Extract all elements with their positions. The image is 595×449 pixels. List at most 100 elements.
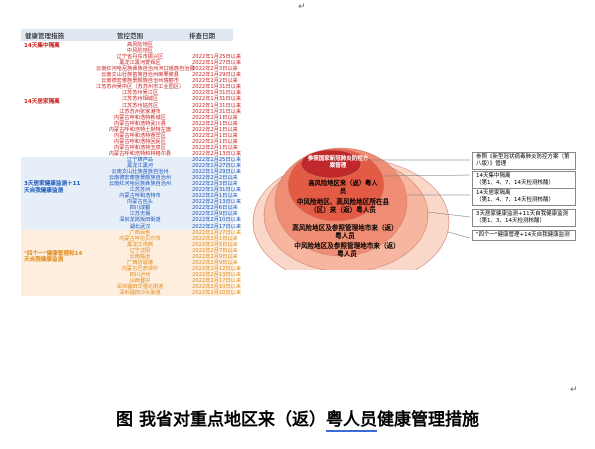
table-row: 中风险地区 <box>96 48 233 54</box>
region-cell: 江苏苏州姑苏区 <box>121 102 159 109</box>
date-cell: 2022年1月29日以来 <box>192 169 242 176</box>
date-cell: 2022年2月1日以来 <box>192 114 238 121</box>
table-row: 内蒙古呼和浩特新城区 2022年2月1日以来 <box>96 114 238 121</box>
caption-underlined: 粤人员 <box>325 410 377 432</box>
caption-suffix: 健康管理措施 <box>376 410 479 430</box>
region-cell: 内蒙古呼和浩特武川县 <box>114 120 166 127</box>
date-cell: 2022年2月13日以来 <box>192 271 242 278</box>
table-row: 内蒙古呼和浩特土默特左旗 2022年2月1日以来 <box>96 126 238 133</box>
region-cell: 深圳福田沙头街道 <box>119 290 161 297</box>
date-cell: 2022年1月29日以来 <box>192 72 242 79</box>
region-cell: 内蒙古呼和浩特回民区 <box>114 138 166 145</box>
date-cell: 2022年2月1日以来 <box>192 193 238 200</box>
region-cell: 云南文山壮族苗族自治州麻栗坡县 <box>101 72 179 79</box>
date-cell: 2022年2月10日以来 <box>192 290 242 297</box>
region-cell: 云南德宏傣族景颇族自治州 <box>108 175 172 182</box>
header-date: 排查日期 <box>189 32 215 40</box>
table-row: 云南德宏傣族景颇族自治州 2022年2月2日以来 <box>96 175 238 182</box>
region-cell: 黑龙江黑河爱辉区 <box>119 60 161 67</box>
group-band <box>21 229 233 297</box>
region-cell: 黑龙江鸡西 <box>127 241 153 248</box>
date-cell: 2022年2月13日以来 <box>192 199 242 206</box>
table-row: 云南文山壮族苗族自治州麻栗坡县 2022年1月29日以来 <box>96 72 242 79</box>
date-cell: 2022年2月10日以来 <box>192 284 242 290</box>
table-row: 四川泸州 2022年2月13日以来 <box>96 271 242 278</box>
date-cell: 2022年2月2日以来 <box>192 175 238 182</box>
region-cell: 湖北武汉 <box>129 223 151 230</box>
table-header: 健康管理措施 管控范围 排查日期 <box>21 29 233 41</box>
region-cell: 云南红河哈尼族彝族自治州河口瑶族自治县 <box>96 66 195 73</box>
date-cell: 2022年2月1日以来 <box>192 132 238 139</box>
region-cell: 黑龙江黑河 <box>127 163 153 169</box>
date-cell: 2022年1月27日以来 <box>192 229 242 236</box>
table-row: 内蒙古包头 2022年2月13日以来 <box>96 199 242 206</box>
legend-box: 参照《新型冠状病毒肺炎防控方案（第八版）》管理 <box>472 152 576 170</box>
ring-label: 高风险地区及参照管理地市来（返）粤人员 <box>292 224 398 241</box>
date-cell: 2022年1月31日以来 <box>192 84 242 91</box>
region-cell: 内蒙古包头 <box>127 199 153 206</box>
legend-box: "四个一"健康管理+14天自我健康监测 <box>472 230 576 241</box>
region-cell: 四川泸州 <box>129 271 151 278</box>
region-cell: 高风险地区 <box>127 42 153 48</box>
ring-label: 中风险地区及参照管理地市来（返）粤人员 <box>294 242 400 259</box>
region-cell: 内蒙古呼和浩特玉泉区 <box>114 144 166 151</box>
date-cell: 2022年1月31日以来 <box>192 96 242 103</box>
group-band <box>21 48 233 157</box>
date-cell: 2022年2月1日以来 <box>192 235 238 242</box>
date-cell: 2022年2月1日以来 <box>192 126 238 133</box>
date-cell: 2022年1月25日以来 <box>192 156 242 163</box>
table-row: 内蒙古呼和浩特赛罕区 2022年2月1日以来 <box>96 132 238 139</box>
region-cell: 广西防城港 <box>127 259 153 266</box>
date-cell: 2022年2月6日以来 <box>192 205 238 212</box>
region-cell: 辽宁沈阳 <box>129 247 151 254</box>
region-cell: 内蒙古呼和浩特土默特左旗 <box>108 126 172 133</box>
region-cell: 内蒙古呼和浩特赛罕区 <box>114 132 166 139</box>
region-cell: 内蒙古巴彦淖尔 <box>121 265 159 272</box>
date-cell: 2022年2月9日以来 <box>192 253 238 260</box>
region-cell: 云南德宏傣族景颇族自治州瑞丽市 <box>101 78 179 85</box>
region-cell: 辽宁省丹东市振兴区 <box>116 54 164 61</box>
paragraph-mark: ↵ <box>570 385 578 395</box>
figure-caption: 图 我省对重点地区来（返）粤人员健康管理措施 <box>0 405 595 432</box>
region-cell: 内蒙古呼和浩特新城区 <box>114 114 166 121</box>
ring-label: 参照国家新冠肺炎防控方案管理 <box>307 156 369 170</box>
date-cell: 2022年2月9日以来 <box>192 211 238 218</box>
region-cell: 深圳龙岗坂田街道 <box>119 217 161 224</box>
region-cell: 中风险地区 <box>127 48 153 55</box>
legend-box: 14天集中隔离 （第1、4、7、14天检测核酸） <box>472 171 576 189</box>
region-cell: 内蒙古呼和浩特和林格尔县 <box>108 150 172 157</box>
region-cell: 云南临沧 <box>129 253 151 260</box>
table-row: 高风险地区 <box>96 42 233 48</box>
leader-line <box>383 174 471 177</box>
caption-prefix: 图 我省对重点地区来（返） <box>116 410 326 430</box>
date-cell: 2022年2月1日以来 <box>192 144 238 151</box>
region-cell: 江苏苏州吴中区（苏苏州市工业园区） <box>96 84 185 91</box>
region-cell: 江苏苏州相城区 <box>121 96 159 103</box>
region-cell: 山西晋中 <box>129 277 151 284</box>
table-row: 云南临沧 2022年2月9日以来 <box>96 253 238 260</box>
date-cell: 2022年1月27日以来 <box>192 60 242 67</box>
region-cell: 内蒙古呼伦贝尔市 <box>119 235 161 242</box>
legend-box: 3天居家健康监测+11天自我健康监测 （第1、3、14天检测核酸） <box>472 209 576 227</box>
group-label: 14天集中隔离 <box>24 43 60 49</box>
date-cell: 2022年2月10日以来 <box>192 217 242 224</box>
